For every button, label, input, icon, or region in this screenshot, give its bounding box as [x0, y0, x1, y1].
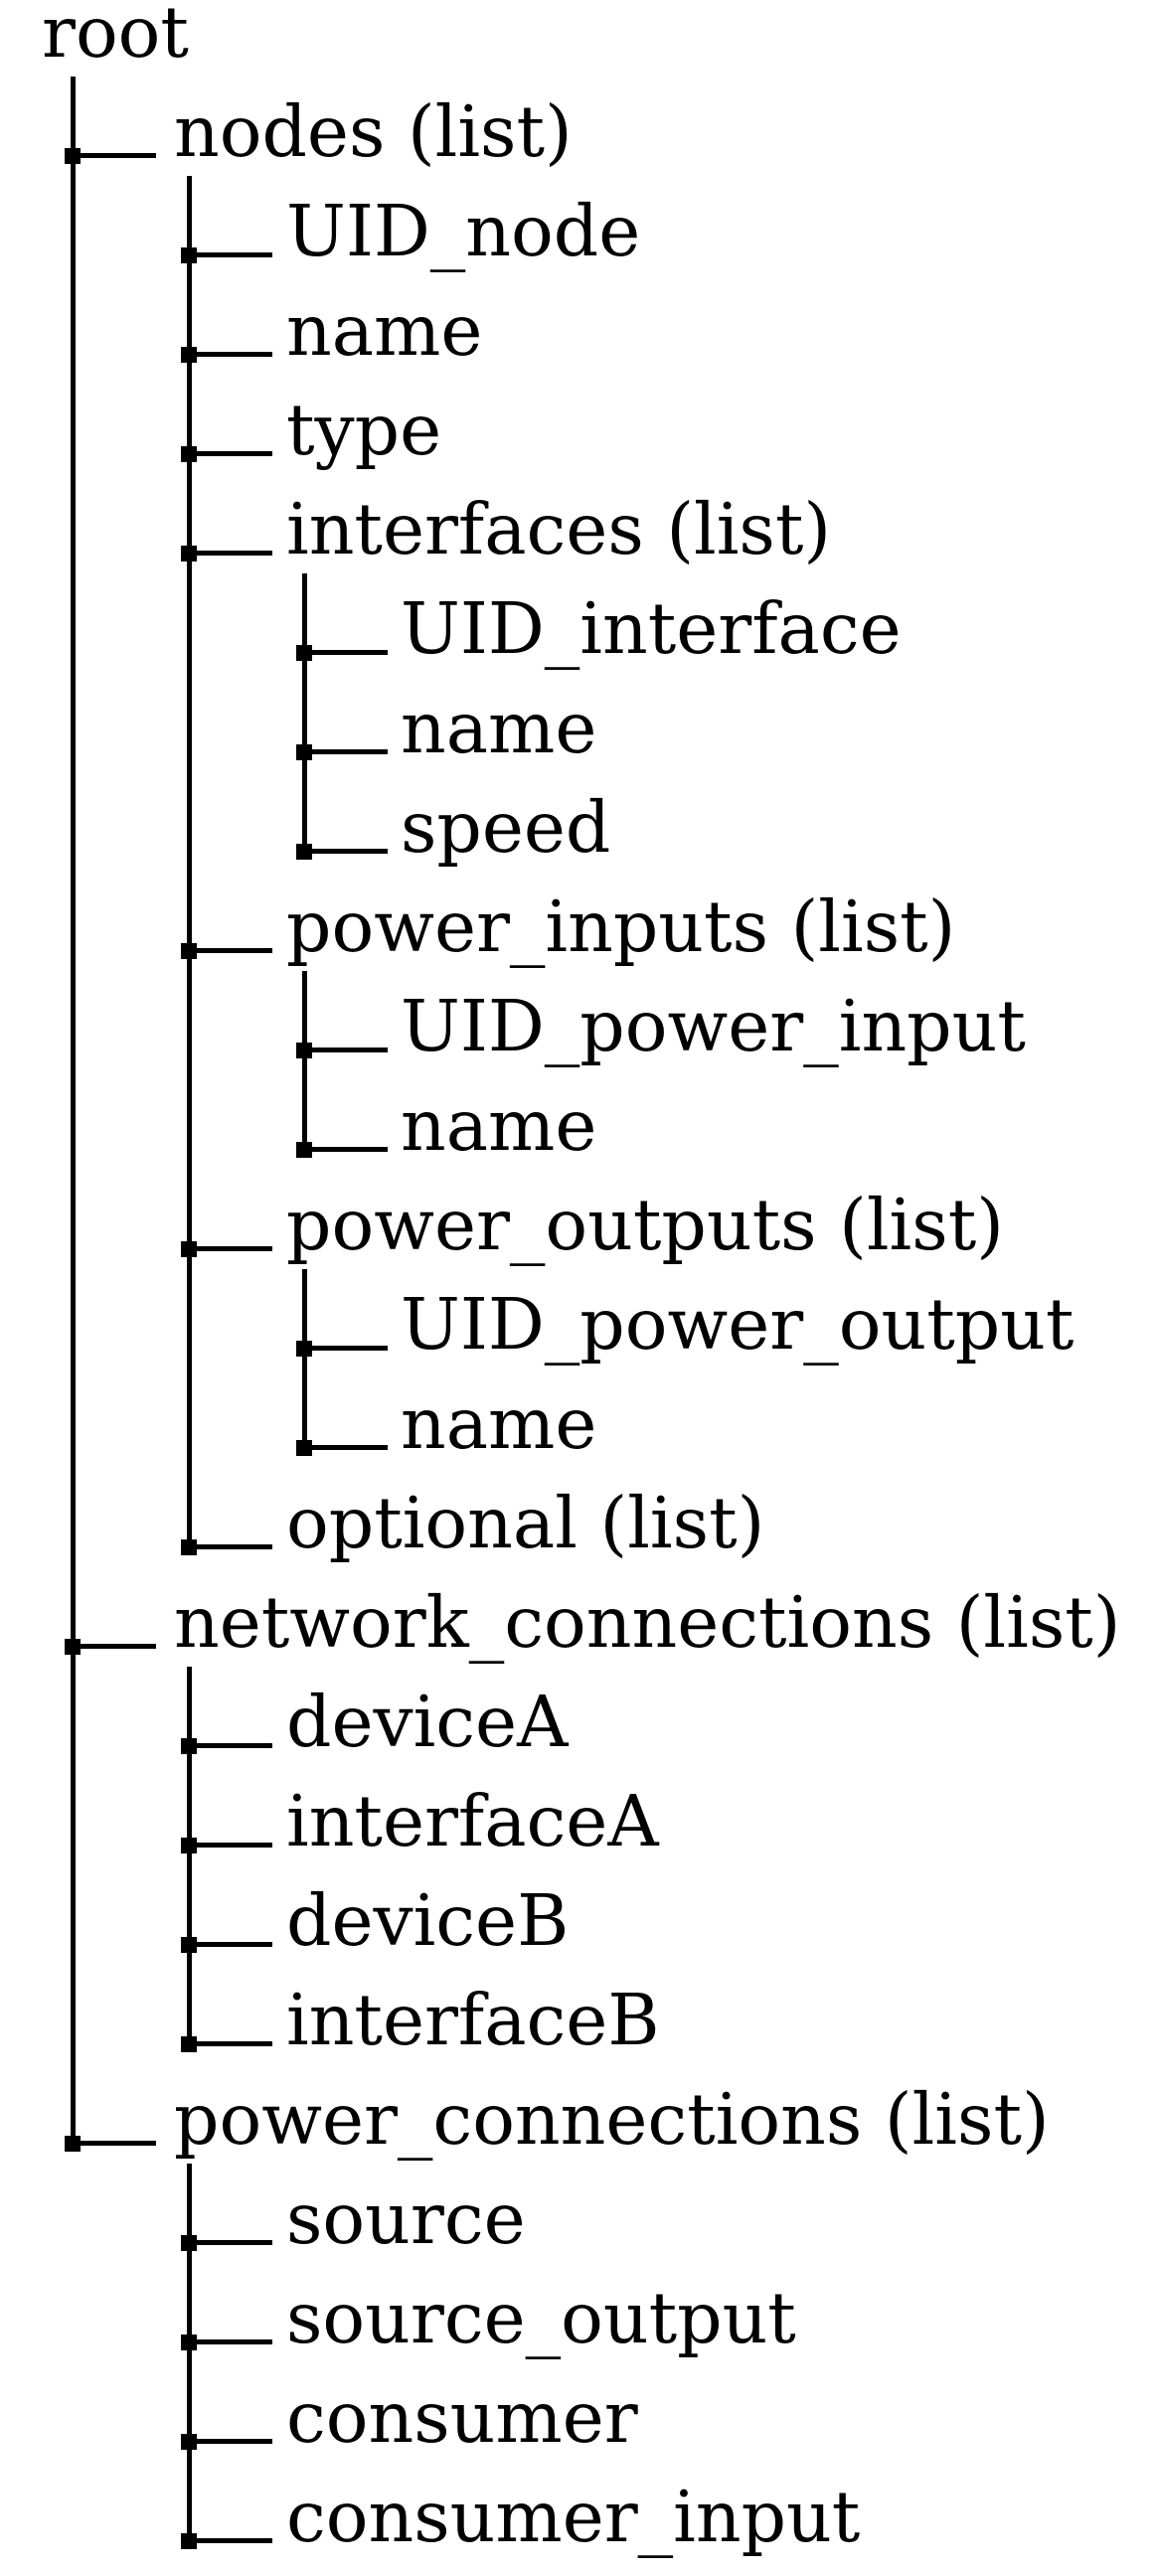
branch-connector-line — [189, 1843, 272, 1848]
tree-node-label: root — [42, 0, 189, 74]
tree-node-label: UID_node — [286, 190, 641, 272]
tree-node-label: source_output — [286, 2277, 796, 2359]
branch-connector-line — [73, 1644, 156, 1649]
branch-connector-line — [189, 451, 272, 456]
branch-connector-line — [189, 352, 272, 357]
branch-connector-line — [189, 948, 272, 953]
tree-node-label: interfaces (list) — [286, 488, 832, 570]
tree-node-label: power_connections (list) — [174, 2078, 1050, 2161]
tree-node-label: deviceB — [286, 1879, 570, 1962]
tree-node-label: name — [401, 1382, 597, 1465]
branch-connector-line — [304, 1346, 388, 1351]
tree-node-label: deviceA — [286, 1681, 569, 1763]
branch-vertical-line — [302, 971, 307, 1158]
branch-connector-line — [189, 1743, 272, 1748]
tree-node-label: network_connections (list) — [174, 1581, 1121, 1664]
tree-node-label: UID_power_input — [401, 985, 1026, 1067]
tree-node-label: type — [286, 389, 442, 471]
branch-connector-line — [304, 1445, 388, 1450]
tree-node-label: source — [286, 2177, 526, 2260]
branch-connector-line — [189, 2240, 272, 2245]
tree-node-label: optional (list) — [286, 1482, 765, 1564]
branch-connector-line — [189, 252, 272, 257]
branch-connector-line — [189, 2339, 272, 2344]
tree-node-label: speed — [401, 786, 611, 869]
branch-connector-line — [189, 1246, 272, 1251]
branch-connector-line — [304, 1047, 388, 1052]
branch-vertical-line — [187, 176, 192, 1555]
branch-vertical-line — [71, 77, 76, 2152]
tree-node-label: name — [401, 687, 597, 769]
branch-connector-line — [304, 1147, 388, 1152]
branch-connector-line — [189, 2538, 272, 2543]
branch-vertical-line — [187, 1667, 192, 2052]
branch-vertical-line — [187, 2164, 192, 2549]
tree-node-label: power_inputs (list) — [286, 886, 956, 968]
branch-connector-line — [189, 2439, 272, 2444]
branch-connector-line — [304, 749, 388, 754]
branch-connector-line — [73, 2141, 156, 2146]
tree-node-label: consumer — [286, 2376, 638, 2459]
tree-node-label: name — [401, 1084, 597, 1167]
branch-vertical-line — [302, 573, 307, 860]
tree-node-label: interfaceB — [286, 1979, 660, 2061]
tree-node-label: consumer_input — [286, 2476, 861, 2558]
tree-node-label: name — [286, 289, 483, 372]
tree-node-label: UID_interface — [401, 587, 902, 670]
branch-connector-line — [189, 551, 272, 556]
tree-node-label: interfaceA — [286, 1780, 659, 1862]
branch-connector-line — [189, 1942, 272, 1947]
branch-connector-line — [304, 849, 388, 854]
branch-connector-line — [304, 650, 388, 655]
branch-vertical-line — [302, 1269, 307, 1456]
tree-node-label: UID_power_output — [401, 1283, 1074, 1366]
tree-node-label: nodes (list) — [174, 90, 573, 173]
branch-connector-line — [189, 2041, 272, 2046]
tree-node-label: power_outputs (list) — [286, 1184, 1004, 1266]
branch-connector-line — [73, 153, 156, 158]
branch-connector-line — [189, 1544, 272, 1549]
